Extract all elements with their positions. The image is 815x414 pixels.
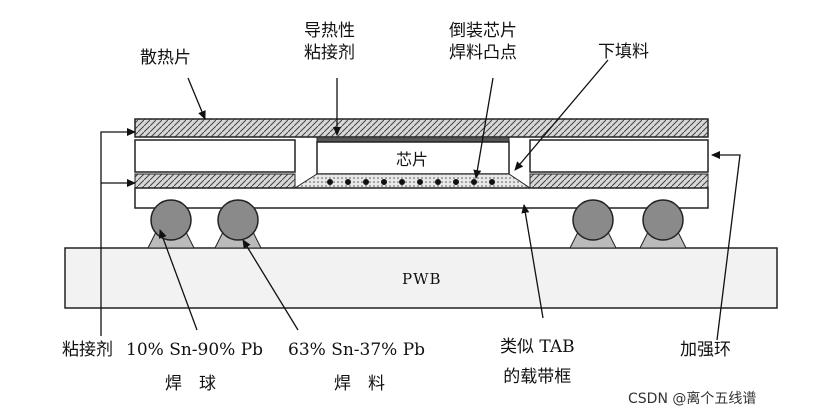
watermark: CSDN @离个五线谱 bbox=[628, 391, 757, 407]
label-tab-carrier-line2: 的载带框 bbox=[503, 367, 572, 387]
flip-chip-bumps bbox=[327, 179, 495, 185]
heat-sink bbox=[134, 118, 709, 138]
leader-underfill bbox=[514, 59, 609, 171]
label-adhesive: 粘接剂 bbox=[62, 340, 113, 360]
tab-carrier-tape bbox=[134, 187, 709, 209]
label-solder-ball-alloy: 10% Sn-90% Pb bbox=[126, 340, 264, 360]
solder-balls bbox=[147, 199, 687, 249]
label-underfill: 下填料 bbox=[598, 42, 649, 62]
label-tab-carrier-line1: 类似 TAB bbox=[500, 337, 575, 357]
stiffener-ring-right bbox=[529, 139, 709, 173]
leader-tab-carrier bbox=[521, 204, 544, 319]
adhesive-layer-left bbox=[134, 173, 296, 189]
leader-adhesive bbox=[100, 128, 136, 336]
pwb-board bbox=[64, 247, 778, 309]
leader-stiffener bbox=[711, 151, 741, 341]
label-heat-sink: 散热片 bbox=[140, 48, 191, 68]
label-chip: 芯片 bbox=[396, 150, 429, 169]
leader-heat-sink bbox=[187, 77, 206, 120]
label-flip-chip-line1: 倒装芯片 bbox=[449, 21, 517, 41]
stiffener-ring-left bbox=[134, 139, 296, 173]
label-thermal-adhesive: 导热性 粘接剂 bbox=[304, 20, 355, 64]
label-thermal-adhesive-line2: 粘接剂 bbox=[304, 43, 355, 63]
leader-solder-ball bbox=[159, 229, 198, 331]
leader-solder bbox=[242, 239, 299, 331]
label-solder-alloy: 63% Sn-37% Pb bbox=[288, 340, 426, 360]
label-stiffener-ring: 加强环 bbox=[680, 340, 731, 360]
label-pwb: PWB bbox=[402, 270, 442, 288]
label-solder-name: 焊 料 bbox=[334, 374, 385, 394]
label-tab-carrier: 类似 TAB 的载带框 bbox=[500, 336, 575, 388]
label-thermal-adhesive-line1: 导热性 bbox=[304, 21, 355, 41]
label-solder-ball-name: 焊 球 bbox=[165, 374, 216, 394]
label-flip-chip-bumps: 倒装芯片 焊料凸点 bbox=[449, 20, 517, 64]
label-flip-chip-line2: 焊料凸点 bbox=[449, 43, 517, 63]
adhesive-layer-right bbox=[529, 173, 709, 189]
leader-flip-chip bbox=[473, 77, 494, 179]
